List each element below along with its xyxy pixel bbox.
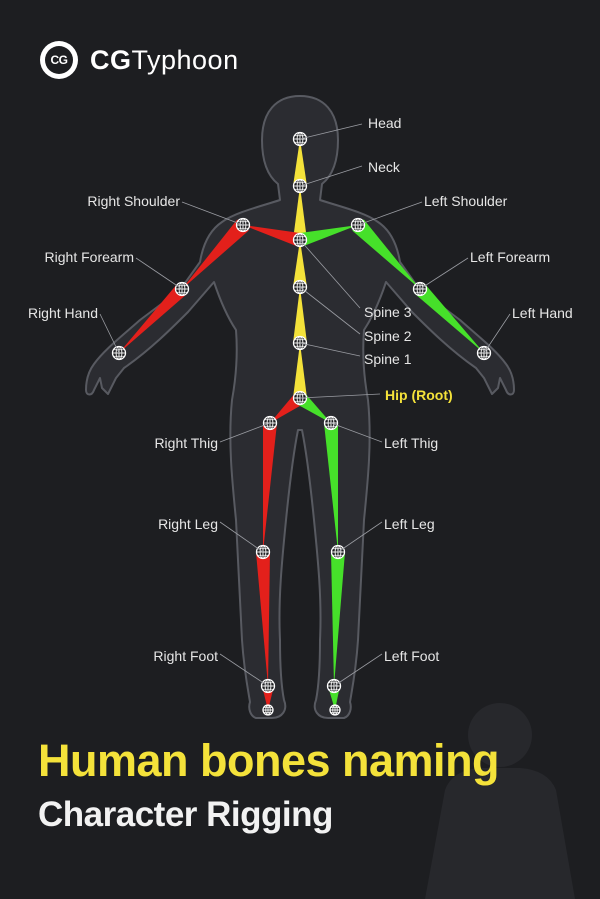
label-leader-lines [99,123,511,687]
label-left-forearm: Left Forearm [470,249,550,265]
bone-right-forearm [119,284,187,353]
label-left-leg: Left Leg [384,516,435,532]
label-right-forearm: Right Forearm [45,249,134,265]
leader-line-right-shoulder [181,201,244,226]
decorative-child-silhouette [425,703,575,899]
leader-line-head [299,123,363,140]
label-left-hand: Left Hand [512,305,573,321]
joint-globe-icon [329,704,341,716]
joint-globe-icon [174,281,190,297]
bone-left-upperarm [352,219,420,289]
brand-logo-text: CG [45,46,73,74]
leader-line-right-hand [99,313,120,354]
leader-line-hip [299,393,381,399]
joint-globe-icon [262,704,274,716]
bone-spine3 [293,240,307,287]
label-spine2: Spine 2 [364,328,412,344]
bone-right-thigh [263,422,277,552]
leader-line-right-foot [219,653,269,687]
bone-spine2 [293,287,307,343]
bone-left-forearm [415,284,484,353]
leader-line-left-shoulder [357,201,423,226]
leader-line-left-forearm [419,257,469,290]
label-right-hand: Right Hand [28,305,98,321]
bone-head [293,139,307,186]
bone-neck [293,186,307,240]
label-right-shoulder: Right Shoulder [87,193,180,209]
label-right-foot: Right Foot [153,648,218,664]
bone-left-clavicle [298,225,358,247]
leader-line-right-forearm [135,257,183,290]
label-right-thigh: Right Thig [154,435,218,451]
label-spine3: Spine 3 [364,304,412,320]
bone-right-shin [256,551,270,686]
leader-line-spine1 [299,342,361,357]
label-left-thigh: Left Thig [384,435,438,451]
brand-suffix: Typhoon [131,44,239,75]
bone-spine1 [293,343,307,398]
leader-line-spine3 [299,239,361,309]
label-left-shoulder: Left Shoulder [424,193,508,209]
leader-line-neck [299,165,363,187]
brand-prefix: CG [90,44,132,75]
body-silhouette [85,95,515,719]
bone-left-thigh [324,422,338,552]
label-hip: Hip (Root) [385,387,453,403]
leader-line-right-thigh [219,422,271,443]
brand-header: CG CGTyphoon [40,40,239,80]
label-right-leg: Right Leg [158,516,218,532]
leader-line-left-hand [483,313,511,354]
joint-globe-icon [255,544,271,560]
leader-line-left-foot [333,653,383,687]
label-neck: Neck [368,159,401,175]
cg-logo-icon: CG [40,41,78,79]
bone-left-shin [331,551,345,686]
leader-line-left-thigh [330,422,383,443]
leader-line-right-leg [219,521,264,553]
leader-line-spine2 [299,286,361,335]
page-title: Human bones naming [38,735,500,786]
bone-segments [119,139,484,710]
page-subtitle: Character Rigging [38,795,333,834]
bone-right-upperarm [182,219,249,289]
label-spine1: Spine 1 [364,351,412,367]
label-head: Head [368,115,401,131]
leader-line-left-leg [337,521,383,553]
brand-name: CGTyphoon [90,45,239,76]
bone-right-clavicle [243,225,302,247]
joint-globe-icon [476,345,492,361]
label-left-foot: Left Foot [384,648,439,664]
